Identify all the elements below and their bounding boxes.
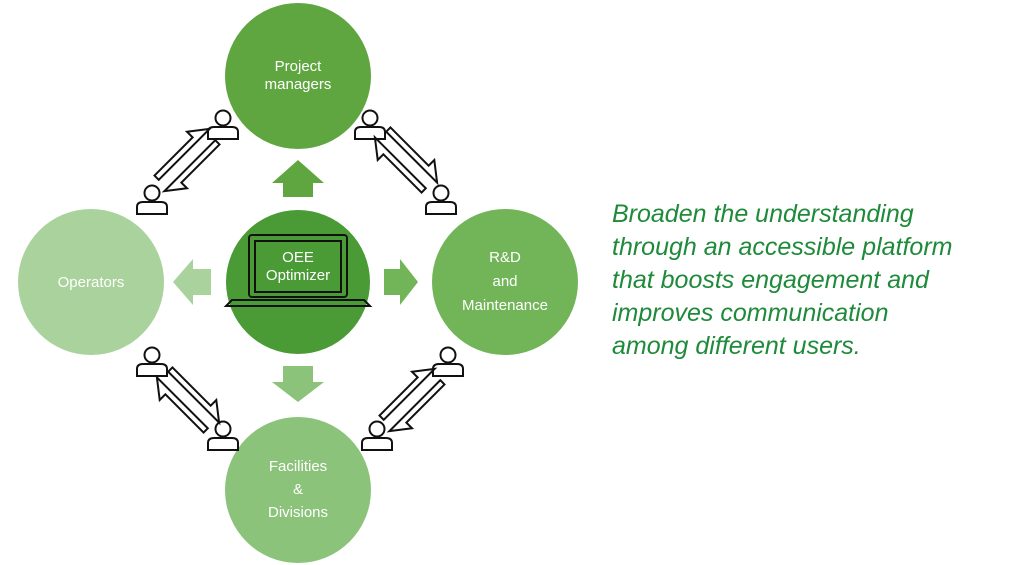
connection-top-right	[354, 109, 457, 215]
user-icon	[136, 346, 168, 377]
user-icon	[361, 420, 393, 451]
center-label: OEE	[282, 249, 314, 266]
connection-bottom-right	[361, 346, 464, 451]
node-operators: Operators	[18, 209, 164, 355]
center-label: Optimizer	[266, 267, 330, 284]
node-label: Operators	[58, 274, 125, 291]
arrow-up	[272, 160, 324, 197]
node-label: &	[293, 481, 303, 498]
tagline-line: among different users.	[612, 332, 861, 360]
laptop-icon	[223, 234, 373, 307]
user-icon	[136, 184, 168, 215]
node-label: and	[492, 273, 517, 290]
node-label: R&D	[489, 249, 521, 266]
node-label: managers	[265, 76, 332, 93]
node-project-managers: Project managers	[225, 3, 371, 149]
user-network-diagram: Project managers Operators R&D and Maint…	[18, 3, 578, 563]
tagline-line: Broaden the understanding	[612, 200, 914, 228]
node-label: Divisions	[268, 504, 328, 521]
tagline-line: that boosts engagement and	[612, 266, 929, 294]
node-oee-optimizer: OEE Optimizer	[223, 210, 373, 354]
tagline: Broaden the understanding through an acc…	[612, 198, 1012, 363]
node-facilities-divisions: Facilities & Divisions	[225, 417, 371, 563]
arrow-left	[173, 259, 211, 305]
node-rd-maintenance: R&D and Maintenance	[432, 209, 578, 355]
arrow-down	[272, 366, 324, 402]
user-icon	[425, 184, 457, 215]
tagline-line: improves communication	[612, 299, 889, 327]
arrow-right	[384, 259, 418, 305]
node-label: Maintenance	[462, 297, 548, 314]
tagline-line: through an accessible platform	[612, 233, 953, 261]
user-icon	[432, 346, 464, 377]
connection-top-left	[136, 109, 239, 215]
user-icon	[207, 109, 239, 140]
node-label: Facilities	[269, 458, 327, 475]
node-label: Project	[275, 58, 323, 75]
user-icon	[207, 420, 239, 451]
connection-bottom-left	[136, 346, 239, 451]
